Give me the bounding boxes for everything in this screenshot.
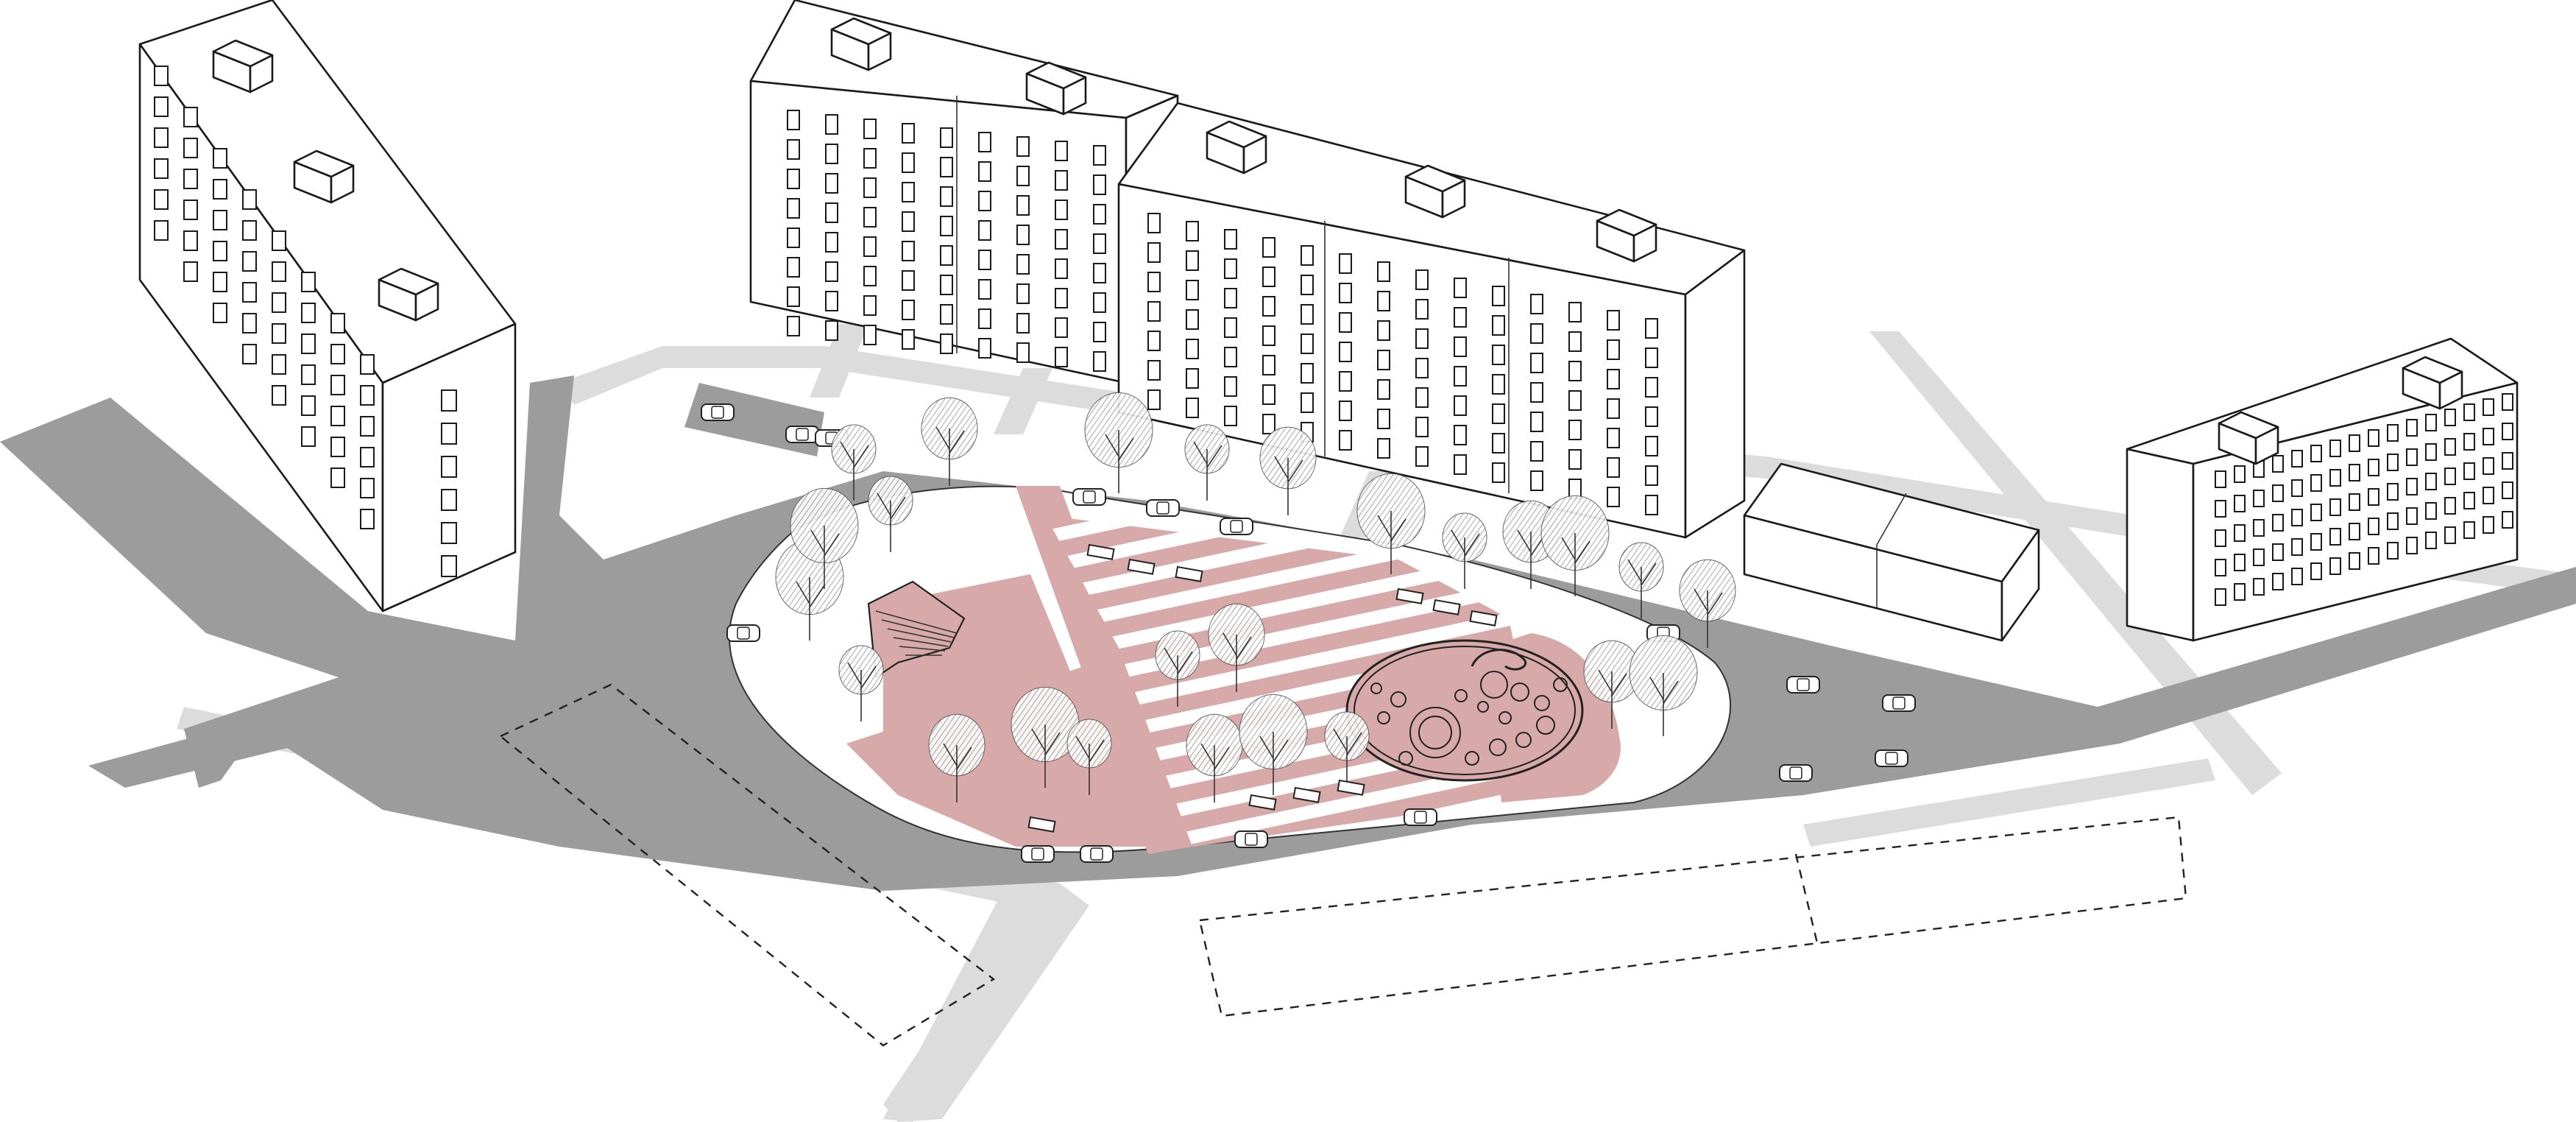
car-icon bbox=[1146, 499, 1180, 517]
play-circle bbox=[1370, 682, 1382, 694]
step-line bbox=[887, 628, 952, 643]
car-icon bbox=[1072, 488, 1106, 506]
play-circle bbox=[1515, 732, 1532, 748]
car-icon bbox=[1220, 518, 1253, 535]
tree-icon bbox=[1186, 713, 1243, 802]
residential-block-northwest bbox=[138, 0, 517, 613]
tree-icon bbox=[1259, 426, 1317, 515]
tree-icon bbox=[1583, 640, 1641, 729]
residential-block-east bbox=[2126, 337, 2519, 642]
car-icon bbox=[1882, 694, 1916, 712]
play-curve bbox=[1471, 649, 1526, 671]
tree-icon bbox=[928, 713, 986, 802]
car-icon bbox=[1779, 764, 1813, 782]
play-circle bbox=[1454, 689, 1468, 702]
parking-areas bbox=[684, 383, 1987, 863]
play-circle bbox=[1536, 716, 1555, 735]
play-circle bbox=[1534, 695, 1550, 711]
play-circle bbox=[1498, 711, 1512, 724]
bench-icon bbox=[1248, 794, 1277, 811]
tree-icon bbox=[1084, 392, 1153, 493]
trees bbox=[775, 392, 1736, 802]
play-circle bbox=[1465, 751, 1479, 766]
residential-block-north-east-wing bbox=[1117, 102, 1746, 539]
tree-icon bbox=[1442, 512, 1487, 589]
bench-icon bbox=[1175, 565, 1203, 582]
tree-icon bbox=[790, 487, 859, 589]
car-icon bbox=[1875, 749, 1908, 767]
bench-icon bbox=[1027, 816, 1056, 833]
play-circle bbox=[1477, 701, 1489, 713]
car-icon bbox=[1021, 845, 1055, 863]
tree-icon bbox=[1066, 719, 1112, 795]
bench-icon bbox=[1292, 786, 1321, 803]
residential-block-north-west-wing bbox=[749, 0, 1179, 384]
tree-icon bbox=[1679, 559, 1736, 648]
play-circle bbox=[1377, 711, 1390, 724]
bench-icon bbox=[1337, 779, 1365, 796]
tree-icon bbox=[1324, 711, 1370, 788]
benches bbox=[1027, 543, 1498, 833]
play-circle bbox=[1480, 671, 1508, 699]
car-icon bbox=[701, 403, 735, 421]
tree-icon bbox=[1618, 542, 1664, 618]
step-line bbox=[875, 610, 958, 634]
tree-icon bbox=[1011, 686, 1080, 788]
car-icon bbox=[1786, 676, 1820, 694]
tree-icon bbox=[1239, 694, 1308, 795]
play-circle bbox=[1398, 751, 1413, 766]
buildings bbox=[138, 0, 2519, 642]
bench-icon bbox=[1127, 558, 1156, 575]
step-line bbox=[899, 646, 946, 652]
tree-icon bbox=[868, 476, 913, 552]
bench-icon bbox=[1469, 610, 1498, 627]
future-building-footprints bbox=[498, 683, 2187, 1047]
tree-icon bbox=[1629, 635, 1698, 736]
sidewalks bbox=[177, 324, 2576, 1122]
tree-icon bbox=[1155, 630, 1200, 707]
tree-icon bbox=[1208, 603, 1265, 692]
bench-icon bbox=[1432, 599, 1461, 615]
play-circle bbox=[1489, 738, 1507, 756]
tree-icon bbox=[831, 424, 877, 501]
tree-icon bbox=[838, 645, 884, 721]
play-circle bbox=[1553, 677, 1568, 692]
bench-icon bbox=[1086, 543, 1115, 560]
car-icon bbox=[1080, 845, 1114, 863]
car-icon bbox=[1404, 808, 1437, 826]
tree-icon bbox=[921, 397, 978, 486]
bench-icon bbox=[1395, 588, 1424, 604]
play-circle bbox=[1390, 691, 1406, 708]
car-icon bbox=[785, 426, 819, 443]
play-circle bbox=[1510, 682, 1529, 702]
step-line bbox=[881, 619, 955, 638]
tree-icon bbox=[1356, 473, 1426, 574]
play-circle bbox=[1418, 716, 1452, 749]
tree-icon bbox=[1184, 424, 1230, 501]
step-line bbox=[893, 637, 949, 647]
car-icon bbox=[1234, 830, 1268, 848]
play-circle bbox=[1409, 707, 1461, 758]
tree-icon bbox=[1540, 495, 1610, 596]
car-icon bbox=[726, 624, 760, 642]
low-pavilion bbox=[1743, 462, 2040, 642]
circular-playground bbox=[1345, 639, 1584, 782]
